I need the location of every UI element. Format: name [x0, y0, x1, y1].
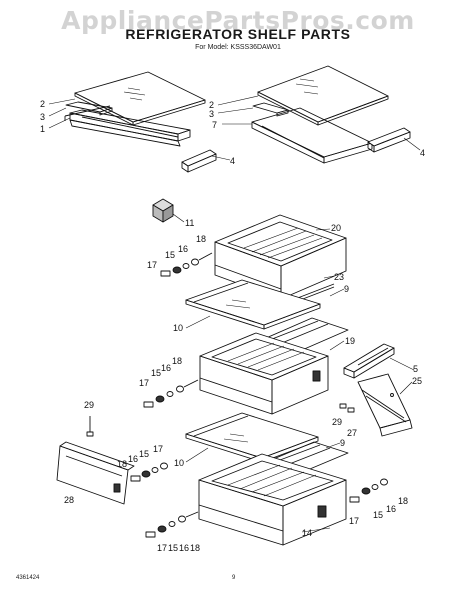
- bracket-11: [152, 198, 174, 223]
- callout-4: 4: [230, 156, 235, 166]
- callout-10: 10: [173, 323, 183, 333]
- callout-9: 9: [340, 438, 345, 448]
- callout-1: 1: [40, 124, 45, 134]
- model-subtitle: For Model: KSSS36DAW01: [195, 44, 281, 51]
- screw-29-right: [339, 403, 355, 413]
- callout-29: 29: [84, 400, 94, 410]
- callout-16: 16: [179, 543, 189, 553]
- crisper-cover-upper: [185, 279, 321, 330]
- callout-18: 18: [172, 356, 182, 366]
- callout-27: 27: [347, 428, 357, 438]
- callout-numbers: 2 3 1 2 3 7 4 4 11 20 23 9 10 19 5 25 29…: [40, 99, 425, 553]
- callout-15: 15: [168, 543, 178, 553]
- trim-strip-right: [252, 102, 289, 117]
- callout-16: 16: [161, 363, 171, 373]
- callout-17: 17: [139, 378, 149, 388]
- callout-16: 16: [178, 244, 188, 254]
- page-title: REFRIGERATOR SHELF PARTS: [125, 26, 351, 42]
- callout-25: 25: [412, 376, 422, 386]
- callout-3: 3: [40, 112, 45, 122]
- callout-23: 23: [334, 272, 344, 282]
- callout-16: 16: [386, 504, 396, 514]
- callout-15: 15: [139, 449, 149, 459]
- glass-shelf-right: [257, 65, 389, 126]
- callout-3: 3: [209, 109, 214, 119]
- document-id: 4361424: [16, 575, 40, 581]
- callout-20: 20: [331, 223, 341, 233]
- callout-19: 19: [345, 336, 355, 346]
- drawer-front-28: [56, 441, 135, 505]
- crisper-drawer-bottom: [198, 453, 347, 546]
- crisper-drawer-middle: [199, 332, 329, 415]
- callout-4: 4: [420, 148, 425, 158]
- callout-17: 17: [153, 444, 163, 454]
- callout-9: 9: [344, 284, 349, 294]
- callout-15: 15: [373, 510, 383, 520]
- hardware-set-2: [143, 379, 199, 408]
- hardware-set-5: [349, 478, 388, 503]
- end-cap-left: [181, 149, 217, 173]
- rail-5: [343, 343, 395, 379]
- glass-shelf-left: [74, 71, 206, 126]
- callout-16: 16: [128, 454, 138, 464]
- callout-2: 2: [209, 100, 214, 110]
- callout-17: 17: [147, 260, 157, 270]
- shelf-frame-left: [64, 105, 191, 147]
- callout-2: 2: [40, 99, 45, 109]
- callout-11: 11: [185, 218, 194, 228]
- callout-18: 18: [196, 234, 206, 244]
- callout-15: 15: [165, 250, 175, 260]
- hardware-set-3: [130, 462, 168, 482]
- callout-17: 17: [157, 543, 167, 553]
- callout-28: 28: [64, 495, 74, 505]
- hardware-set-1: [160, 252, 213, 277]
- callout-10: 10: [174, 458, 184, 468]
- callout-29: 29: [332, 417, 342, 427]
- callout-5: 5: [413, 364, 418, 374]
- page-number: 9: [232, 575, 236, 581]
- callout-17: 17: [349, 516, 359, 526]
- callout-14: 14: [302, 528, 312, 538]
- hardware-set-4: [145, 511, 199, 538]
- watermark: AppliancePartsPros.com: [61, 6, 415, 35]
- callout-7: 7: [212, 120, 217, 130]
- trim-strip-left: [65, 101, 113, 116]
- side-panel-25: [357, 373, 413, 437]
- callout-18: 18: [117, 459, 127, 469]
- callout-15: 15: [151, 368, 161, 378]
- crisper-cover-lower: [185, 412, 319, 463]
- end-cap-right: [367, 127, 411, 153]
- callout-18: 18: [398, 496, 408, 506]
- callout-18: 18: [190, 543, 200, 553]
- screw-29-left: [86, 416, 94, 437]
- leader-lines: [48, 95, 421, 533]
